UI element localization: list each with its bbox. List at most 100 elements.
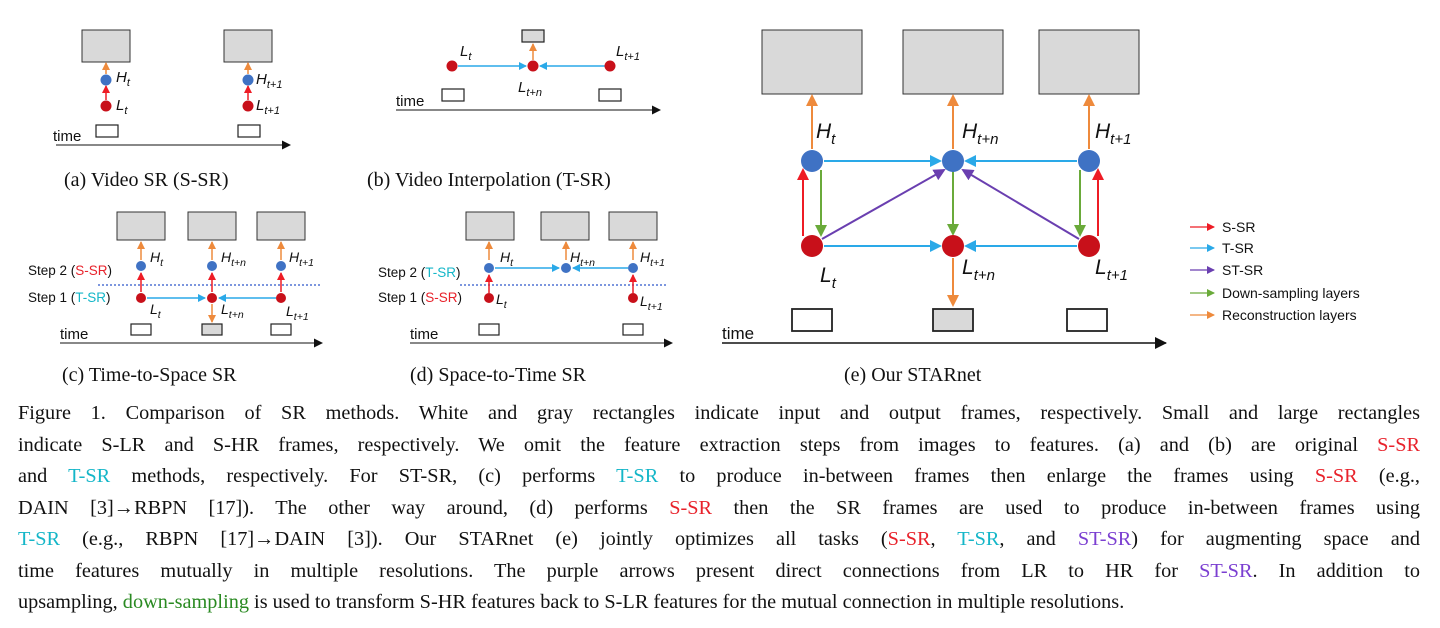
input-frame bbox=[478, 323, 500, 336]
caption-text: , bbox=[930, 528, 958, 550]
caption-st-sr: ST-SR bbox=[1199, 559, 1253, 582]
st-sr-arrow bbox=[821, 169, 946, 240]
caption-line: time features mutually in multiple resol… bbox=[18, 556, 1420, 588]
input-frame bbox=[441, 88, 465, 102]
h-label: H bbox=[962, 120, 978, 143]
output-frame bbox=[540, 211, 590, 241]
output-frame bbox=[223, 29, 273, 63]
l-sub: t+n bbox=[974, 267, 995, 284]
caption-line: DAIN [3]→RBPN [17]). The other way aroun… bbox=[18, 493, 1420, 525]
hr-feature-node bbox=[484, 263, 494, 273]
l-label: L bbox=[1095, 256, 1107, 279]
svg-text:Ht: Ht bbox=[150, 249, 164, 269]
step1-label: Step 1 ( bbox=[378, 290, 426, 305]
l-sub: t+n bbox=[229, 309, 244, 321]
h-label: H bbox=[289, 249, 300, 265]
caption-text: DAIN [3]→RBPN [17]). The other way aroun… bbox=[18, 496, 670, 519]
step2-label: Step 2 ( bbox=[28, 263, 76, 278]
time-label: time bbox=[53, 128, 81, 145]
lr-feature-node bbox=[446, 60, 458, 72]
lr-feature-node bbox=[207, 293, 217, 303]
svg-text:Step 2 (T-SR): Step 2 (T-SR) bbox=[378, 265, 461, 280]
h-sub: t bbox=[160, 257, 164, 269]
input-frame bbox=[791, 308, 833, 332]
panel-caption: (a) Video SR (S-SR) bbox=[64, 169, 229, 191]
output-frame bbox=[201, 323, 223, 336]
l-label: L bbox=[221, 301, 229, 317]
step2-close: ) bbox=[456, 265, 461, 280]
hr-feature-node bbox=[136, 261, 146, 271]
hr-feature-node bbox=[207, 261, 217, 271]
l-sub: t+n bbox=[526, 87, 542, 99]
caption-down-sampling: down-sampling bbox=[122, 591, 249, 613]
output-frame bbox=[465, 211, 515, 241]
caption-t-sr: T-SR bbox=[68, 465, 111, 487]
h-label: H bbox=[500, 249, 511, 265]
panel-caption: (c) Time-to-Space SR bbox=[62, 364, 237, 386]
step2-tag: S-SR bbox=[75, 263, 108, 278]
svg-text:Step 2 (S-SR): Step 2 (S-SR) bbox=[28, 263, 112, 278]
h-label: H bbox=[256, 71, 267, 88]
caption-text: is used to transform S-HR features back … bbox=[248, 591, 1125, 613]
caption-text: and bbox=[18, 465, 69, 487]
lr-feature-node bbox=[527, 60, 539, 72]
l-label: L bbox=[820, 264, 832, 287]
svg-text:Lt+1: Lt+1 bbox=[286, 303, 309, 323]
svg-text:Lt: Lt bbox=[116, 97, 128, 117]
h-label: H bbox=[221, 249, 232, 265]
l-sub: t bbox=[468, 51, 472, 63]
lr-feature-node bbox=[276, 293, 286, 303]
h-label: H bbox=[816, 120, 832, 143]
svg-text:Lt+1: Lt+1 bbox=[256, 97, 280, 117]
svg-text:Lt+n: Lt+n bbox=[221, 301, 244, 321]
hr-feature-node bbox=[276, 261, 286, 271]
svg-text:Step 1 (T-SR): Step 1 (T-SR) bbox=[28, 290, 111, 305]
output-frame bbox=[902, 29, 1004, 95]
l-sub: t bbox=[832, 275, 837, 292]
hr-feature-node bbox=[100, 74, 112, 86]
lr-feature-node bbox=[628, 293, 638, 303]
l-label: L bbox=[116, 97, 124, 114]
lr-feature-node bbox=[484, 293, 494, 303]
l-label: L bbox=[962, 256, 974, 279]
svg-text:Ht+n: Ht+n bbox=[962, 120, 998, 148]
svg-text:Lt: Lt bbox=[460, 43, 472, 63]
h-sub: t bbox=[831, 131, 836, 148]
svg-text:Ht+1: Ht+1 bbox=[1095, 120, 1131, 148]
caption-line: Figure 1. Comparison of SR methods. Whit… bbox=[18, 398, 1420, 430]
panel-caption: (e) Our STARnet bbox=[844, 364, 982, 386]
input-frame bbox=[95, 124, 119, 138]
caption-s-sr: S-SR bbox=[887, 528, 931, 550]
h-sub: t+1 bbox=[650, 257, 665, 269]
legend-label: T-SR bbox=[1222, 240, 1254, 256]
l-label: L bbox=[616, 43, 624, 60]
input-frame bbox=[598, 88, 622, 102]
caption-s-sr: S-SR bbox=[1377, 433, 1420, 456]
caption-line: indicate S-LR and S-HR frames, respectiv… bbox=[18, 430, 1420, 462]
caption-text: ) for augmenting space and bbox=[1131, 528, 1420, 550]
svg-text:Lt+1: Lt+1 bbox=[616, 43, 640, 63]
output-frame bbox=[256, 211, 306, 241]
panel-e: Ht Ht+n Ht+1 Lt Lt+n Lt+1 time (e) Our S… bbox=[722, 29, 1167, 386]
caption-t-sr: T-SR bbox=[616, 465, 659, 487]
input-frame bbox=[237, 124, 261, 138]
time-label: time bbox=[410, 326, 438, 343]
output-frame bbox=[187, 211, 237, 241]
panel-b: Lt Lt+n Lt+1 time (b) Video Interpolatio… bbox=[367, 29, 661, 191]
output-frame bbox=[1038, 29, 1140, 95]
panel-caption: (b) Video Interpolation (T-SR) bbox=[367, 169, 611, 191]
lr-feature-node bbox=[604, 60, 616, 72]
input-frame bbox=[622, 323, 644, 336]
h-sub: t+n bbox=[977, 131, 998, 148]
hr-feature-node bbox=[1078, 150, 1100, 172]
h-sub: t bbox=[510, 257, 514, 269]
figure-diagram: Ht Ht+1 Lt Lt+1 time (a) Video SR (S-SR)… bbox=[28, 29, 1360, 386]
svg-text:Lt+1: Lt+1 bbox=[1095, 256, 1128, 284]
svg-text:Lt+1: Lt+1 bbox=[640, 293, 663, 313]
l-label: L bbox=[460, 43, 468, 60]
l-sub: t+1 bbox=[1107, 267, 1128, 284]
lr-feature-node bbox=[1078, 235, 1100, 257]
caption-text: indicate S-LR and S-HR frames, respectiv… bbox=[18, 433, 1378, 456]
l-label: L bbox=[256, 97, 264, 114]
input-frame bbox=[130, 323, 152, 336]
